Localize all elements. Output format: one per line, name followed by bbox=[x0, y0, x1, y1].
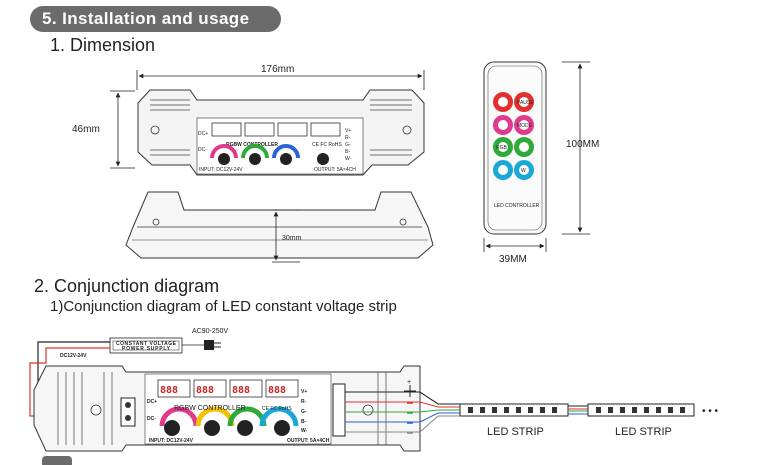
pin-v: V+ bbox=[301, 389, 307, 395]
power-supply bbox=[109, 337, 183, 354]
controller-cert: CE FC RoHS bbox=[262, 406, 292, 412]
remote-brand: LED CONTROLLER bbox=[494, 203, 540, 209]
depth-label: 30mm bbox=[282, 235, 302, 242]
dc-plus: DC+ bbox=[147, 399, 157, 405]
pin-b-top: B- bbox=[345, 149, 350, 155]
remote-control: LED CONTROLLER bbox=[483, 61, 547, 235]
remote-height-line bbox=[562, 61, 590, 235]
polarity-marks bbox=[404, 385, 416, 434]
remote-height-label: 100MM bbox=[566, 139, 599, 150]
led-strip-label-2: LED STRIP bbox=[615, 426, 672, 438]
pin-v-top: V+ bbox=[345, 128, 351, 134]
pin-r-top: R- bbox=[345, 135, 351, 141]
strip-connector bbox=[568, 405, 588, 415]
conjunction-subheading: 1)Conjunction diagram of LED constant vo… bbox=[50, 298, 397, 315]
led-strip-1 bbox=[459, 403, 569, 417]
remote-button-mode[interactable]: MODE bbox=[517, 123, 533, 129]
pin-w-top: W- bbox=[345, 156, 352, 162]
remote-button-pause[interactable]: PAUSE bbox=[517, 100, 534, 106]
height-label: 46mm bbox=[72, 124, 100, 135]
led-strip-2 bbox=[587, 403, 695, 417]
display-4: 888 bbox=[268, 385, 286, 396]
output-label: OUTPUT: 5A×4CH bbox=[287, 438, 330, 444]
remote-button-w[interactable]: W bbox=[521, 168, 526, 174]
pin-b: B- bbox=[301, 419, 307, 425]
pin-r: R- bbox=[301, 399, 307, 405]
ac-plug bbox=[182, 340, 221, 350]
dimension-width-line bbox=[136, 70, 425, 90]
led-strip-label-1: LED STRIP bbox=[487, 426, 544, 438]
ac-label: AC90-250V bbox=[192, 328, 229, 335]
section-banner: 5. Installation and usage bbox=[30, 6, 281, 32]
controller-title: RGBW CONTROLLER bbox=[174, 405, 246, 412]
remote-width-label: 39MM bbox=[499, 254, 527, 265]
remote-button-rgb[interactable]: RGB bbox=[496, 145, 508, 151]
pin-w: W- bbox=[301, 428, 308, 434]
display-1: 888 bbox=[160, 385, 178, 396]
output-wires bbox=[345, 391, 460, 433]
dc-plus-top: DC+ bbox=[198, 131, 208, 137]
plus-sign: + bbox=[407, 379, 411, 386]
controller-body bbox=[33, 365, 421, 452]
dc-minus-top: DC- bbox=[198, 147, 207, 153]
pin-g-top: G- bbox=[345, 142, 351, 148]
power-supply-label-1: CONSTANT VOLTAGE bbox=[116, 341, 177, 347]
controller-cert-top: CE FC RoHS bbox=[312, 142, 342, 148]
depth-dim-line bbox=[272, 209, 300, 263]
dc-label: DC12V-24V bbox=[60, 353, 87, 359]
dimension-heading: 1. Dimension bbox=[50, 35, 156, 55]
output-label-top: OUTPUT: 5A×4CH bbox=[314, 167, 356, 173]
remote-width-line bbox=[483, 238, 547, 252]
display-3: 888 bbox=[232, 385, 250, 396]
input-label: INPUT: DC12V-24V bbox=[149, 438, 194, 444]
width-label: 176mm bbox=[261, 64, 294, 75]
strip-continuation: • • • bbox=[702, 406, 719, 417]
dc-minus: DC- bbox=[147, 416, 156, 422]
controller-side-view bbox=[125, 191, 434, 259]
conjunction-heading: 2. Conjunction diagram bbox=[34, 276, 220, 296]
input-label-top: INPUT: DC12V-24V bbox=[199, 167, 243, 173]
dimension-height-line bbox=[110, 90, 135, 169]
power-supply-label-2: POWER SUPPLY bbox=[122, 346, 171, 352]
next-section-banner bbox=[42, 456, 72, 465]
display-2: 888 bbox=[196, 385, 214, 396]
section-title: 5. Installation and usage bbox=[42, 9, 250, 28]
pin-g: G- bbox=[301, 409, 307, 415]
controller-top-view: RGBW CONTROLLER CE FC RoHS INPUT: DC12V-… bbox=[137, 89, 425, 176]
